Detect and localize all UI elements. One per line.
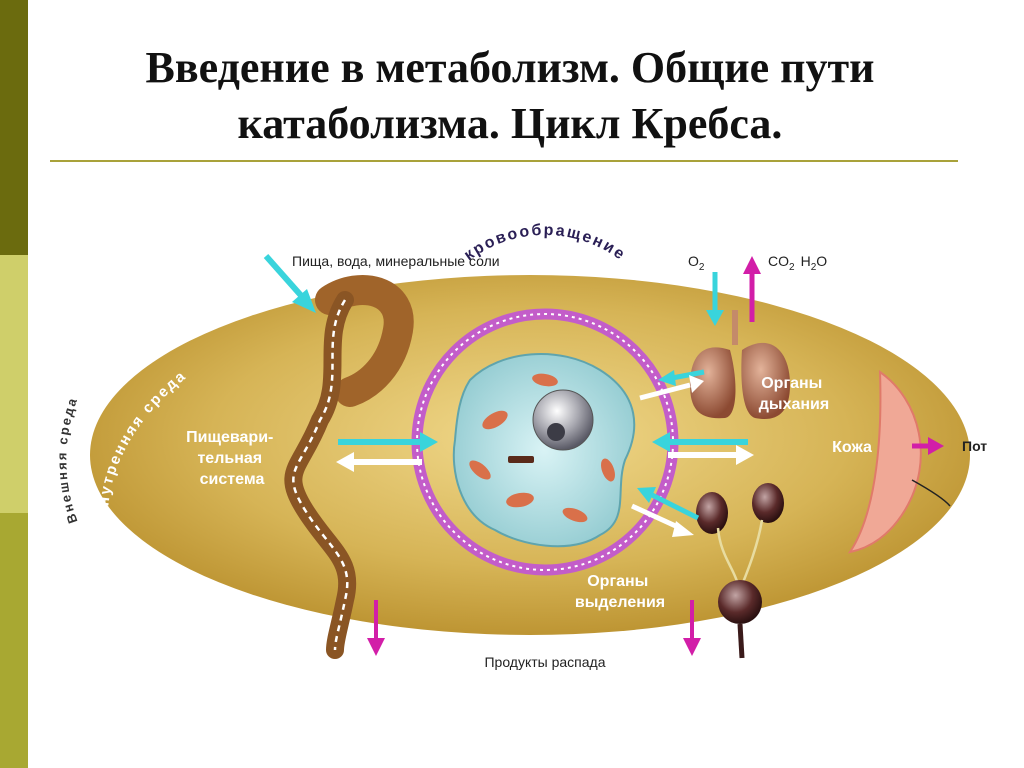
- food-input-arrow: [263, 254, 316, 313]
- mitochondrion: [562, 507, 588, 523]
- left-lung: [690, 347, 736, 419]
- nucleolus: [547, 423, 565, 441]
- mitochondrion: [601, 458, 615, 482]
- sweat-gland-line: [911, 479, 951, 507]
- output-arrows: [367, 256, 944, 656]
- intestine-dashes: [292, 299, 349, 651]
- excretory-organs-label: Органы выделения: [575, 573, 665, 611]
- cell-body: [452, 353, 636, 548]
- oxygen-label: O2: [688, 253, 705, 273]
- sweat-label: Пот: [962, 438, 987, 454]
- organelle-rod: [508, 456, 534, 463]
- respiratory-organs-label: Органы дыхания: [759, 375, 829, 413]
- side-bar-dark-segment: [0, 0, 28, 255]
- blood-to-skin-arrow: [668, 445, 754, 465]
- bladder: [718, 580, 762, 624]
- title-line-2: катаболизма. Цикл Кребса.: [237, 99, 783, 148]
- left-kidney: [696, 492, 728, 534]
- side-bar-mid-segment: [0, 513, 28, 768]
- title-line-1: Введение в метаболизм. Общие пути: [145, 43, 875, 92]
- slide-title: Введение в метаболизм. Общие пути катабо…: [40, 40, 980, 152]
- mitochondrion: [506, 492, 534, 508]
- blood-to-kidney-arrow: [630, 503, 694, 537]
- input-arrows: [263, 254, 748, 521]
- mitochondrion: [532, 373, 558, 387]
- food-input-label: Пища, вода, минеральные соли: [292, 253, 500, 269]
- slide-side-bar: [0, 0, 28, 768]
- oxygen-input-arrow: [706, 272, 724, 326]
- lungs-to-blood-arrow: [658, 369, 705, 386]
- mitochondrion: [469, 460, 491, 480]
- kidney-to-blood-arrow: [637, 487, 700, 521]
- skin-label: Кожа: [832, 439, 872, 456]
- digestive-to-blood-arrow: [338, 432, 438, 452]
- mitochondrion: [482, 410, 508, 430]
- stomach-shape: [315, 275, 414, 407]
- digestive-output-arrow: [367, 600, 385, 656]
- right-kidney: [752, 483, 784, 523]
- digestive-system-label: Пищевари- тельная система: [186, 429, 278, 488]
- return-arrows: [336, 375, 754, 537]
- kidney-output-arrow: [683, 600, 701, 656]
- blood-to-digestive-arrow: [336, 452, 422, 472]
- title-divider: [50, 160, 958, 162]
- right-lung: [741, 342, 790, 420]
- decay-products-label: Продукты распада: [484, 654, 605, 670]
- skin-to-blood-arrow: [652, 432, 748, 452]
- external-environment-label: Внешняя среда: [54, 394, 80, 525]
- skin-band: [847, 370, 922, 554]
- mitochondria-group: [469, 373, 615, 523]
- cell-nucleus: [532, 389, 594, 451]
- co2-output-arrow: [743, 256, 761, 322]
- blood-to-lungs-arrow: [639, 375, 704, 401]
- sweat-output-arrow: [912, 437, 944, 455]
- urethra: [737, 623, 745, 659]
- side-bar-light-segment: [0, 255, 28, 513]
